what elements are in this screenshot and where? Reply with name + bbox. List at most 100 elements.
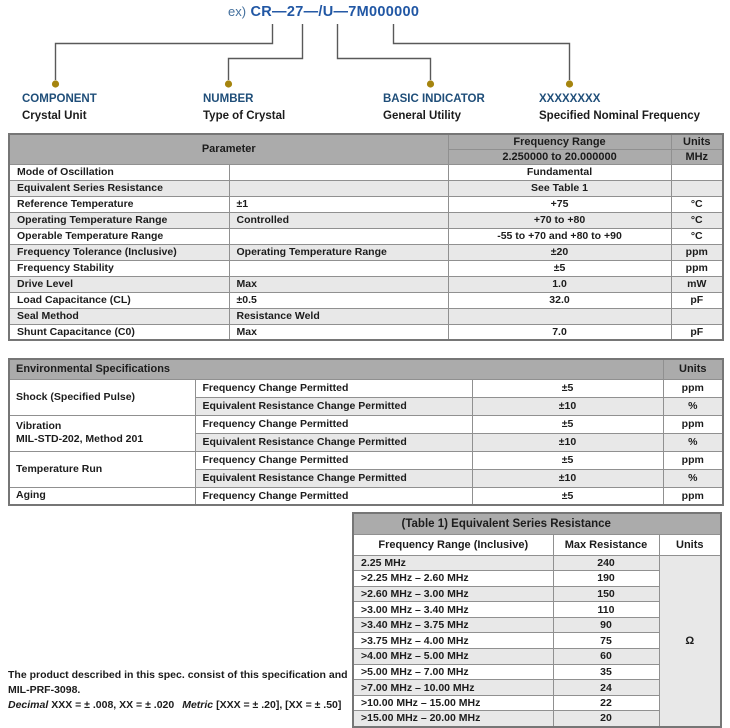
- group-name-line2: MIL-STD-202, Method 201: [16, 433, 144, 445]
- resistance-cell: 35: [552, 663, 660, 681]
- condition-cell: Controlled: [228, 211, 449, 229]
- value-cell: ±5: [447, 259, 672, 277]
- table-row: >3.40 MHz – 3.75 MHz 90: [352, 616, 721, 634]
- header-environmental: Environmental Specifications: [8, 358, 664, 380]
- test-cell: Frequency Change Permitted: [194, 414, 473, 434]
- table-header-row: Frequency Range (Inclusive) Max Resistan…: [352, 533, 722, 556]
- units-cell: [670, 163, 724, 181]
- param-cell: Load Capacitance (CL): [8, 291, 230, 309]
- table-row: Equivalent Resistance Change Permitted ±…: [9, 432, 724, 452]
- resistance-cell: 24: [552, 679, 660, 696]
- table-row: Frequency Stability ±5 ppm: [8, 259, 724, 277]
- table-header-row: (Table 1) Equivalent Series Resistance: [352, 512, 722, 535]
- units-cell: °C: [670, 227, 724, 245]
- table-row: Shunt Capacitance (C0) Max 7.0 pF: [8, 323, 724, 341]
- table-row: Drive Level Max 1.0 mW: [8, 275, 724, 293]
- table-row: >7.00 MHz – 10.00 MHz 24: [352, 679, 721, 696]
- label-subtitle: General Utility: [383, 110, 461, 122]
- header-frequency-range: Frequency Range (Inclusive): [352, 533, 554, 556]
- param-cell: Frequency Stability: [8, 259, 230, 277]
- resistance-cell: 60: [552, 648, 660, 665]
- resistance-table-title: (Table 1) Equivalent Series Resistance: [352, 512, 660, 535]
- units-cell: %: [662, 468, 724, 488]
- table-header-row: Environmental Specifications Units: [8, 358, 724, 380]
- range-cell: >4.00 MHz – 5.00 MHz: [352, 648, 554, 665]
- table-row: Equivalent Series Resistance See Table 1: [8, 179, 724, 197]
- header-max-resistance: Max Resistance: [552, 533, 660, 556]
- condition-cell: Max: [228, 275, 449, 293]
- group-name-cell: Temperature Run: [8, 450, 196, 488]
- table-row: >4.00 MHz – 5.00 MHz 60: [352, 648, 721, 665]
- group-name-cell: Aging: [8, 486, 196, 506]
- units-cell: [670, 179, 724, 197]
- dot-basic-indicator: [426, 80, 435, 88]
- table-row: Shock (Specified Pulse) Frequency Change…: [8, 378, 724, 416]
- resistance-cell: 75: [552, 632, 660, 650]
- table-row: 2.25 MHz 240 Ω: [352, 554, 722, 728]
- tolerance-decimal-values: XXX = ± .008, XX = ± .020: [48, 699, 175, 711]
- condition-cell: [228, 227, 449, 245]
- dot-number: [224, 80, 233, 88]
- test-cell: Equivalent Resistance Change Permitted: [194, 468, 473, 488]
- resistance-table-title-spacer: [658, 512, 722, 535]
- units-cell: ppm: [662, 414, 724, 434]
- header-parameter: Parameter: [8, 133, 449, 165]
- table-row: Load Capacitance (CL) ±0.5 32.0 pF: [8, 291, 724, 309]
- header-range-value: 2.250000 to 20.000000: [447, 148, 672, 165]
- value-cell: [447, 307, 672, 325]
- units-cell: ppm: [670, 259, 724, 277]
- dot-component: [51, 80, 60, 88]
- label-number: NUMBER Type of Crystal: [203, 92, 285, 123]
- range-cell: >2.60 MHz – 3.00 MHz: [352, 585, 554, 603]
- group-name: Vibration: [16, 420, 62, 432]
- param-cell: Drive Level: [8, 275, 230, 293]
- param-cell: Shunt Capacitance (C0): [8, 323, 230, 341]
- units-cell: Ω: [658, 554, 722, 728]
- table-row: >3.75 MHz – 4.00 MHz 75: [352, 632, 721, 650]
- units-cell: pF: [670, 291, 724, 309]
- environmental-table: Environmental Specifications Units Shock…: [8, 358, 725, 506]
- units-cell: °C: [670, 195, 724, 213]
- value-cell: See Table 1: [447, 179, 672, 197]
- label-component: COMPONENT Crystal Unit: [22, 92, 97, 123]
- parameter-table: Parameter Frequency Range Units 2.250000…: [8, 133, 725, 341]
- table-row: Equivalent Resistance Change Permitted ±…: [9, 468, 724, 488]
- connector-basic-indicator: [336, 24, 432, 80]
- range-cell: >15.00 MHz – 20.00 MHz: [352, 710, 554, 728]
- value-cell: 32.0: [447, 291, 672, 309]
- header-units: Units: [658, 533, 722, 556]
- value-cell: ±10: [471, 468, 664, 488]
- group-name-cell: Shock (Specified Pulse): [8, 378, 196, 416]
- example-code: CR—27—/U—7M000000: [250, 4, 420, 20]
- test-cell: Frequency Change Permitted: [194, 378, 473, 398]
- table-row: Operating Temperature Range Controlled +…: [8, 211, 724, 229]
- header-units: Units: [670, 133, 724, 150]
- resistance-cell: 22: [552, 694, 660, 712]
- group-name: Temperature Run: [16, 462, 103, 475]
- condition-cell: [228, 259, 449, 277]
- label-frequency: XXXXXXXX Specified Nominal Frequency: [539, 92, 700, 123]
- value-cell: ±20: [447, 243, 672, 261]
- value-cell: ±10: [471, 432, 664, 452]
- param-cell: Frequency Tolerance (Inclusive): [8, 243, 230, 261]
- table-row: >5.00 MHz – 7.00 MHz 35: [352, 663, 721, 681]
- footer-note: The product described in this spec. cons…: [8, 668, 373, 713]
- value-cell: ±5: [471, 486, 664, 506]
- range-cell: >3.40 MHz – 3.75 MHz: [352, 616, 554, 634]
- example-part-number: ex) CR—27—/U—7M000000: [228, 3, 419, 21]
- condition-cell: [228, 163, 449, 181]
- value-cell: +70 to +80: [447, 211, 672, 229]
- table-row: Mode of Oscillation Fundamental: [8, 163, 724, 181]
- header-frequency-range: Frequency Range: [447, 133, 672, 150]
- value-cell: 1.0: [447, 275, 672, 293]
- range-cell: >5.00 MHz – 7.00 MHz: [352, 663, 554, 681]
- header-units: Units: [662, 358, 724, 380]
- param-cell: Operating Temperature Range: [8, 211, 230, 229]
- test-cell: Equivalent Resistance Change Permitted: [194, 396, 473, 416]
- value-cell: ±10: [471, 396, 664, 416]
- table-row: Seal Method Resistance Weld: [8, 307, 724, 325]
- label-title: COMPONENT: [22, 93, 97, 105]
- table-header-row: 2.250000 to 20.000000 MHz: [9, 148, 724, 165]
